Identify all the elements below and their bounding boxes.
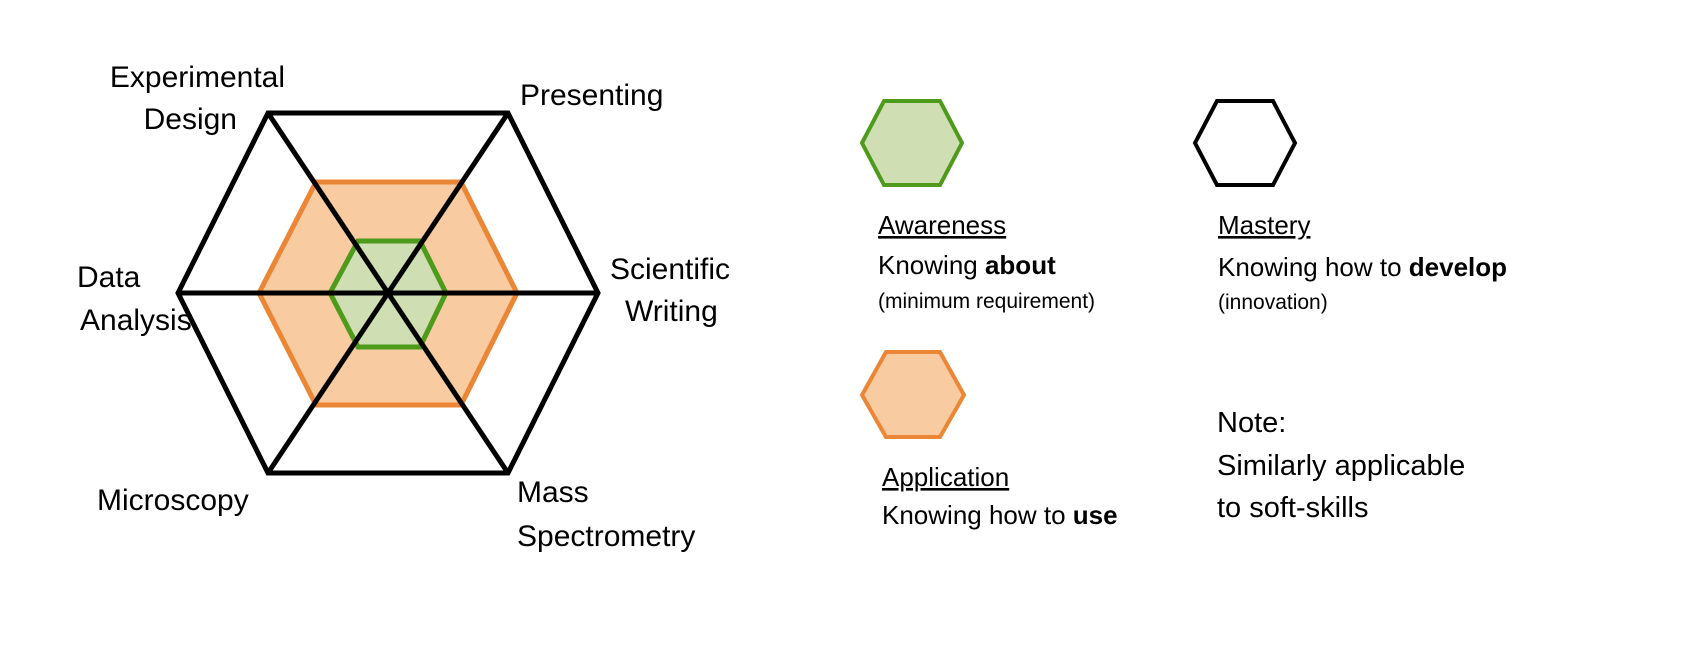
note: Note: Similarly applicable to soft-skill… xyxy=(1217,407,1465,524)
axis-label-experimental-design: Experimental xyxy=(110,61,285,94)
note-line: Similarly applicable xyxy=(1217,450,1465,482)
application-legend-hexagon xyxy=(859,350,967,439)
axis-label-presenting: Presenting xyxy=(520,79,663,112)
mastery-note: (innovation) xyxy=(1218,291,1328,314)
axis-label-microscopy: Microscopy xyxy=(97,484,249,517)
axis-label-data-analysis: Data xyxy=(77,261,141,294)
awareness-desc: Knowing about xyxy=(878,250,1056,280)
note-title: Note: xyxy=(1217,407,1286,439)
mastery-legend-hexagon xyxy=(1192,99,1298,187)
mastery-desc: Knowing how to develop xyxy=(1218,252,1507,282)
note-line: to soft-skills xyxy=(1217,492,1368,524)
axis-label-experimental-design: Design xyxy=(144,103,237,136)
awareness-note: (minimum requirement) xyxy=(878,290,1095,313)
axis-label-scientific-writing: Writing xyxy=(625,295,718,328)
axis-label-data-analysis: Analysis xyxy=(80,304,192,337)
axis-label-mass-spectrometry: Spectrometry xyxy=(517,520,695,553)
awareness-legend-hexagon xyxy=(859,99,965,187)
mastery-title: Mastery xyxy=(1218,210,1310,240)
spider-diagram xyxy=(175,110,601,476)
application-desc: Knowing how to use xyxy=(882,500,1118,530)
axis-label-scientific-writing: Scientific xyxy=(610,253,730,286)
awareness-title: Awareness xyxy=(878,210,1006,240)
axis-label-mass-spectrometry: Mass xyxy=(517,476,589,509)
application-title: Application xyxy=(882,462,1009,492)
legend: Awareness Knowing about (minimum require… xyxy=(859,99,1507,530)
